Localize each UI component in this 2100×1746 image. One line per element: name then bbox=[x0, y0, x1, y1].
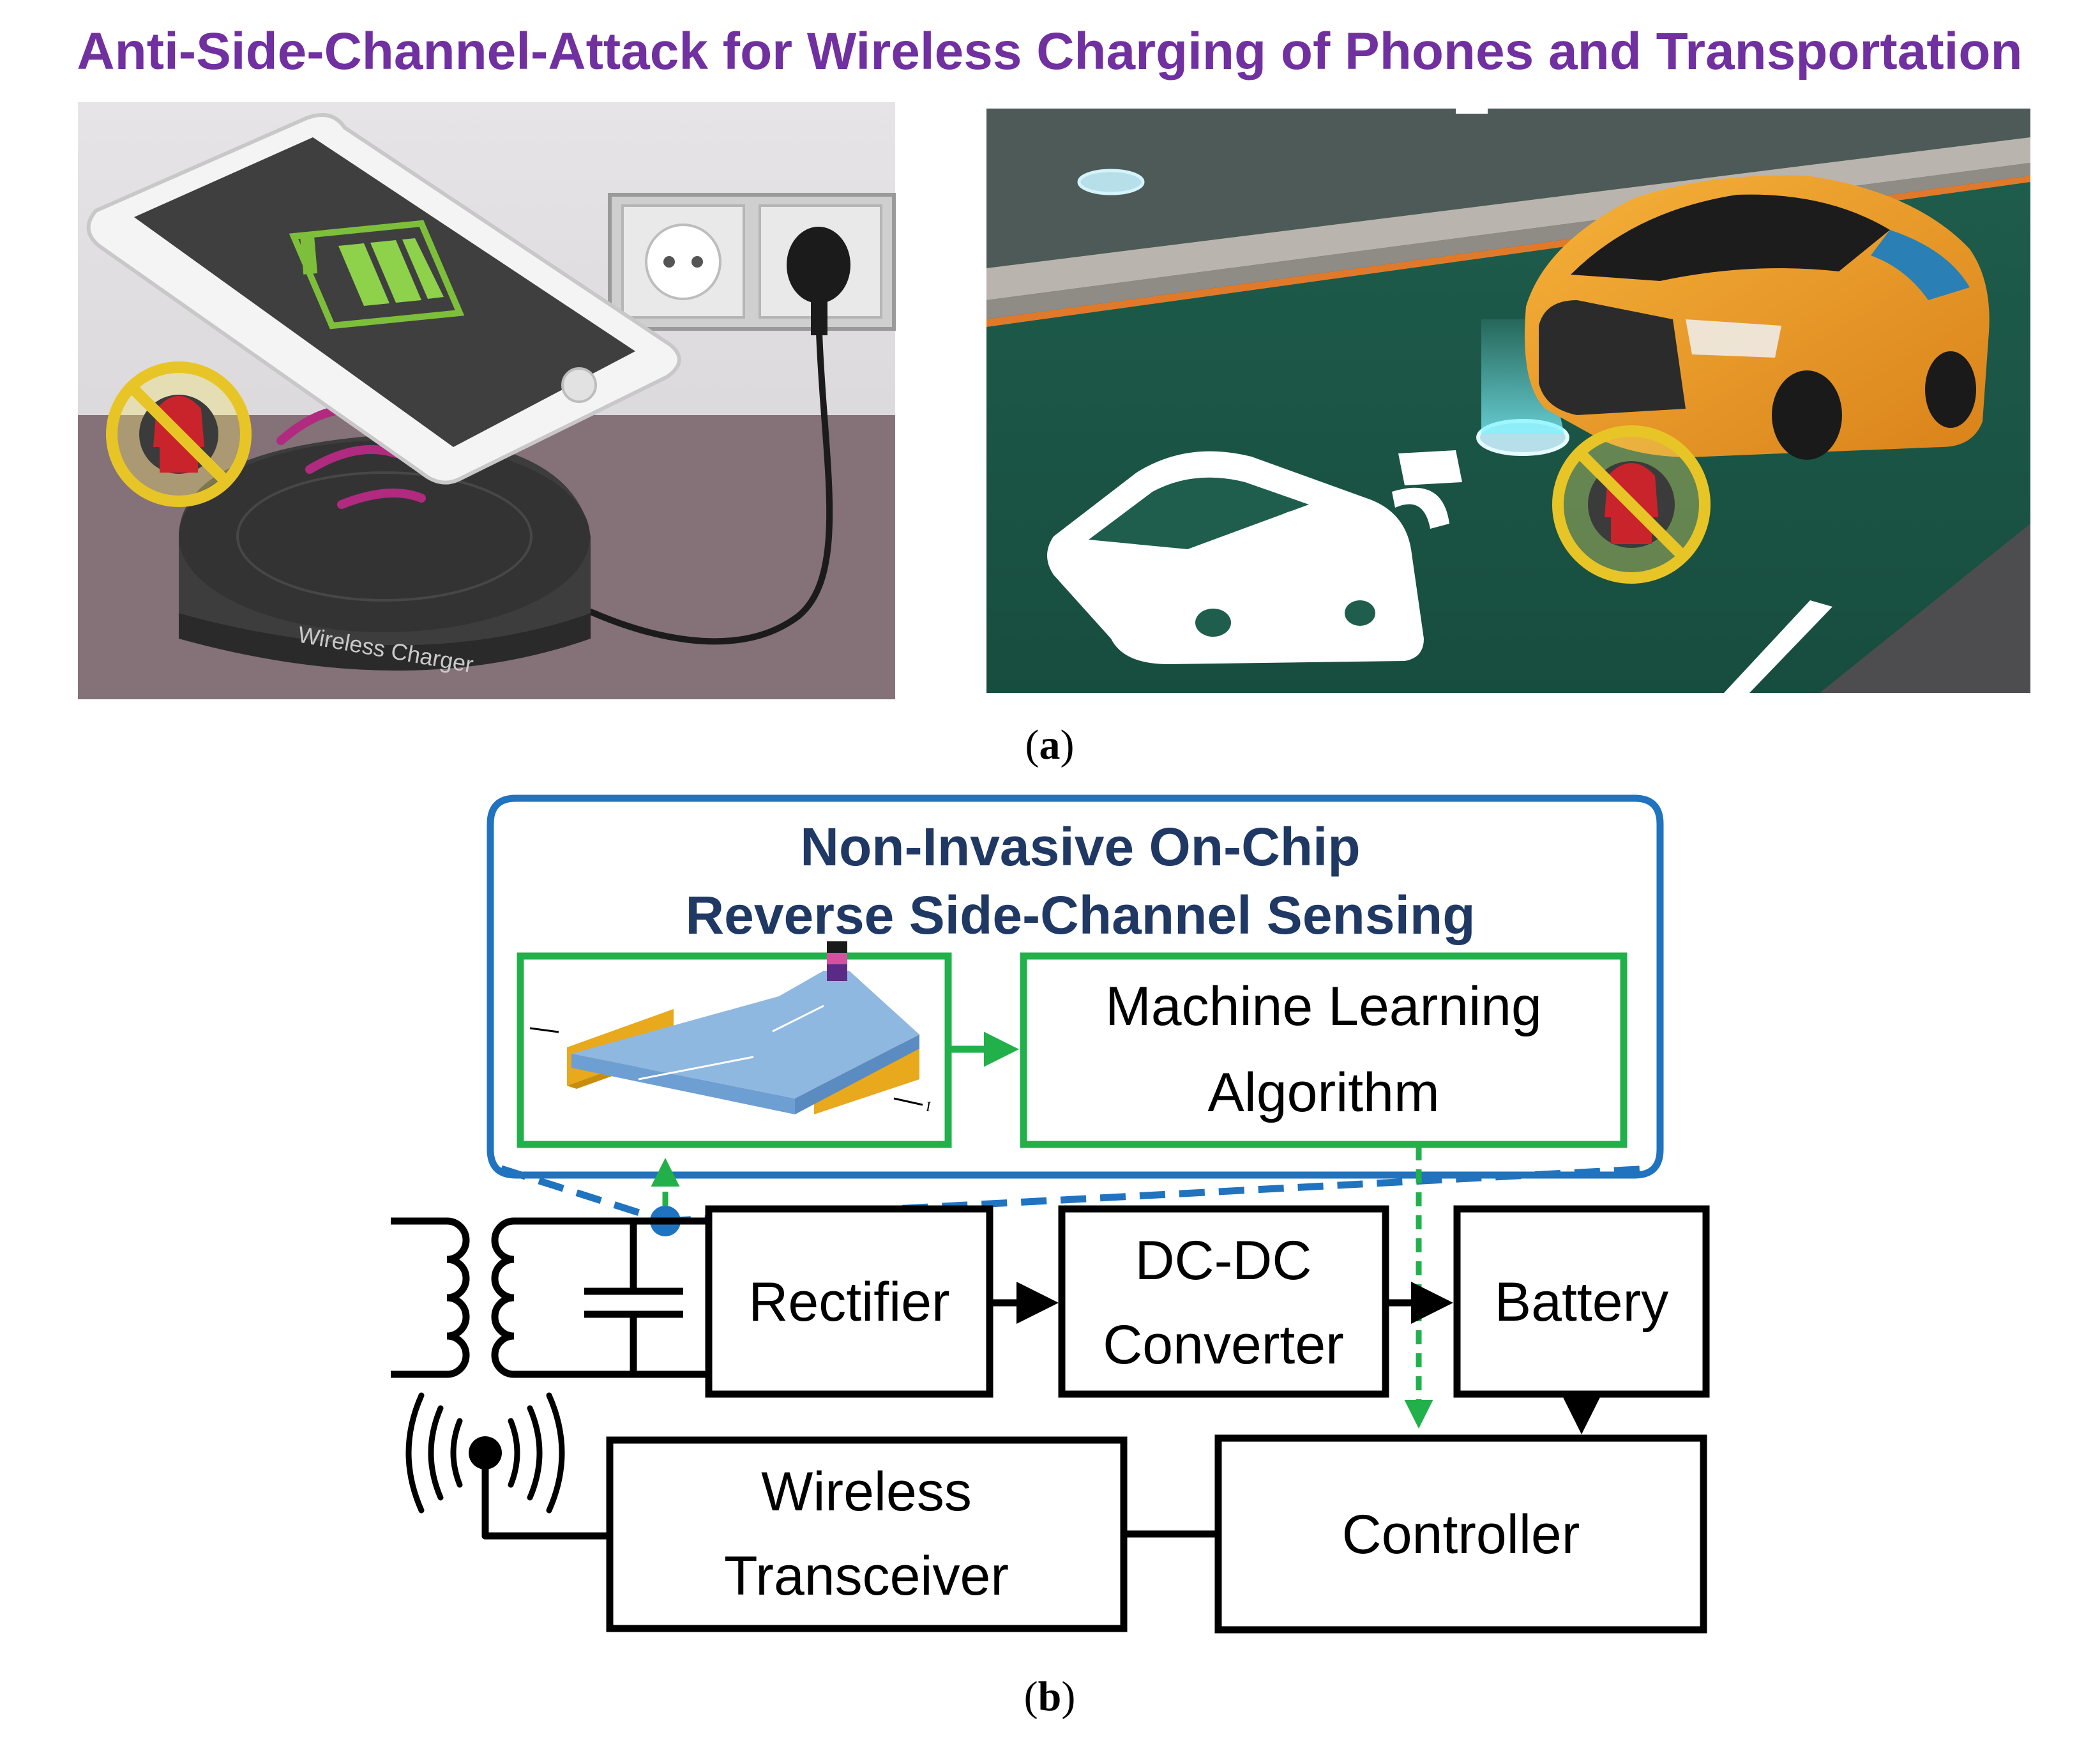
figure-title: Anti-Side-Channel-Attack for Wireless Ch… bbox=[77, 22, 2022, 80]
battery-box: Battery bbox=[1453, 1205, 1710, 1398]
dcdc-line1: DC-DC bbox=[1135, 1230, 1311, 1291]
wall-socket-icon bbox=[608, 193, 896, 331]
controller-label: Controller bbox=[1342, 1504, 1580, 1565]
smartphone-icon bbox=[86, 113, 681, 485]
wireless-charger-pad: Wireless Charger bbox=[179, 434, 591, 678]
sensing-title-line1: Non-Invasive On-Chip bbox=[800, 817, 1360, 877]
transformer-coil-icon bbox=[391, 1217, 709, 1378]
battery-label: Battery bbox=[1495, 1272, 1668, 1333]
wireless-transceiver-box: Wireless Transceiver bbox=[606, 1436, 1128, 1632]
panel-b-label: (b) bbox=[1024, 1673, 1076, 1720]
ev-charging-road-illustration bbox=[986, 109, 2030, 693]
dcdc-line2: Converter bbox=[1103, 1314, 1344, 1376]
rectifier-box: Rectifier bbox=[705, 1205, 993, 1398]
panel-a-label: (a) bbox=[1025, 722, 1075, 768]
sensor-current-label: I bbox=[925, 1098, 932, 1114]
road-charging-pad bbox=[1077, 169, 1145, 195]
phone-charging-illustration: Wireless Charger bbox=[78, 102, 896, 699]
no-hacker-badge-icon bbox=[106, 361, 252, 507]
antenna-node bbox=[469, 1436, 502, 1469]
sensor-box: I bbox=[517, 941, 952, 1148]
battery-full-icon bbox=[289, 220, 465, 330]
rectifier-label: Rectifier bbox=[748, 1272, 949, 1333]
magnetic-sensor-chip-icon: I bbox=[529, 941, 932, 1114]
transceiver-line2: Transceiver bbox=[724, 1545, 1009, 1607]
road-car-marking-icon bbox=[1047, 450, 1462, 664]
transceiver-line1: Wireless bbox=[761, 1461, 972, 1522]
sensing-frame: Non-Invasive On-Chip Reverse Side-Channe… bbox=[487, 794, 1664, 1179]
electric-car-icon bbox=[1525, 175, 1990, 460]
machine-learning-line2: Algorithm bbox=[1207, 1062, 1439, 1123]
machine-learning-box: Machine Learning Algorithm bbox=[1020, 952, 1628, 1148]
controller-box: Controller bbox=[1214, 1434, 1707, 1634]
machine-learning-line1: Machine Learning bbox=[1105, 976, 1542, 1037]
sensing-title-line2: Reverse Side-Channel Sensing bbox=[685, 885, 1475, 945]
dcdc-converter-box: DC-DC Converter bbox=[1058, 1205, 1389, 1398]
capacitor-icon bbox=[584, 1221, 683, 1374]
no-hacker-badge-icon bbox=[1552, 425, 1711, 584]
antenna-icon bbox=[405, 1392, 614, 1540]
